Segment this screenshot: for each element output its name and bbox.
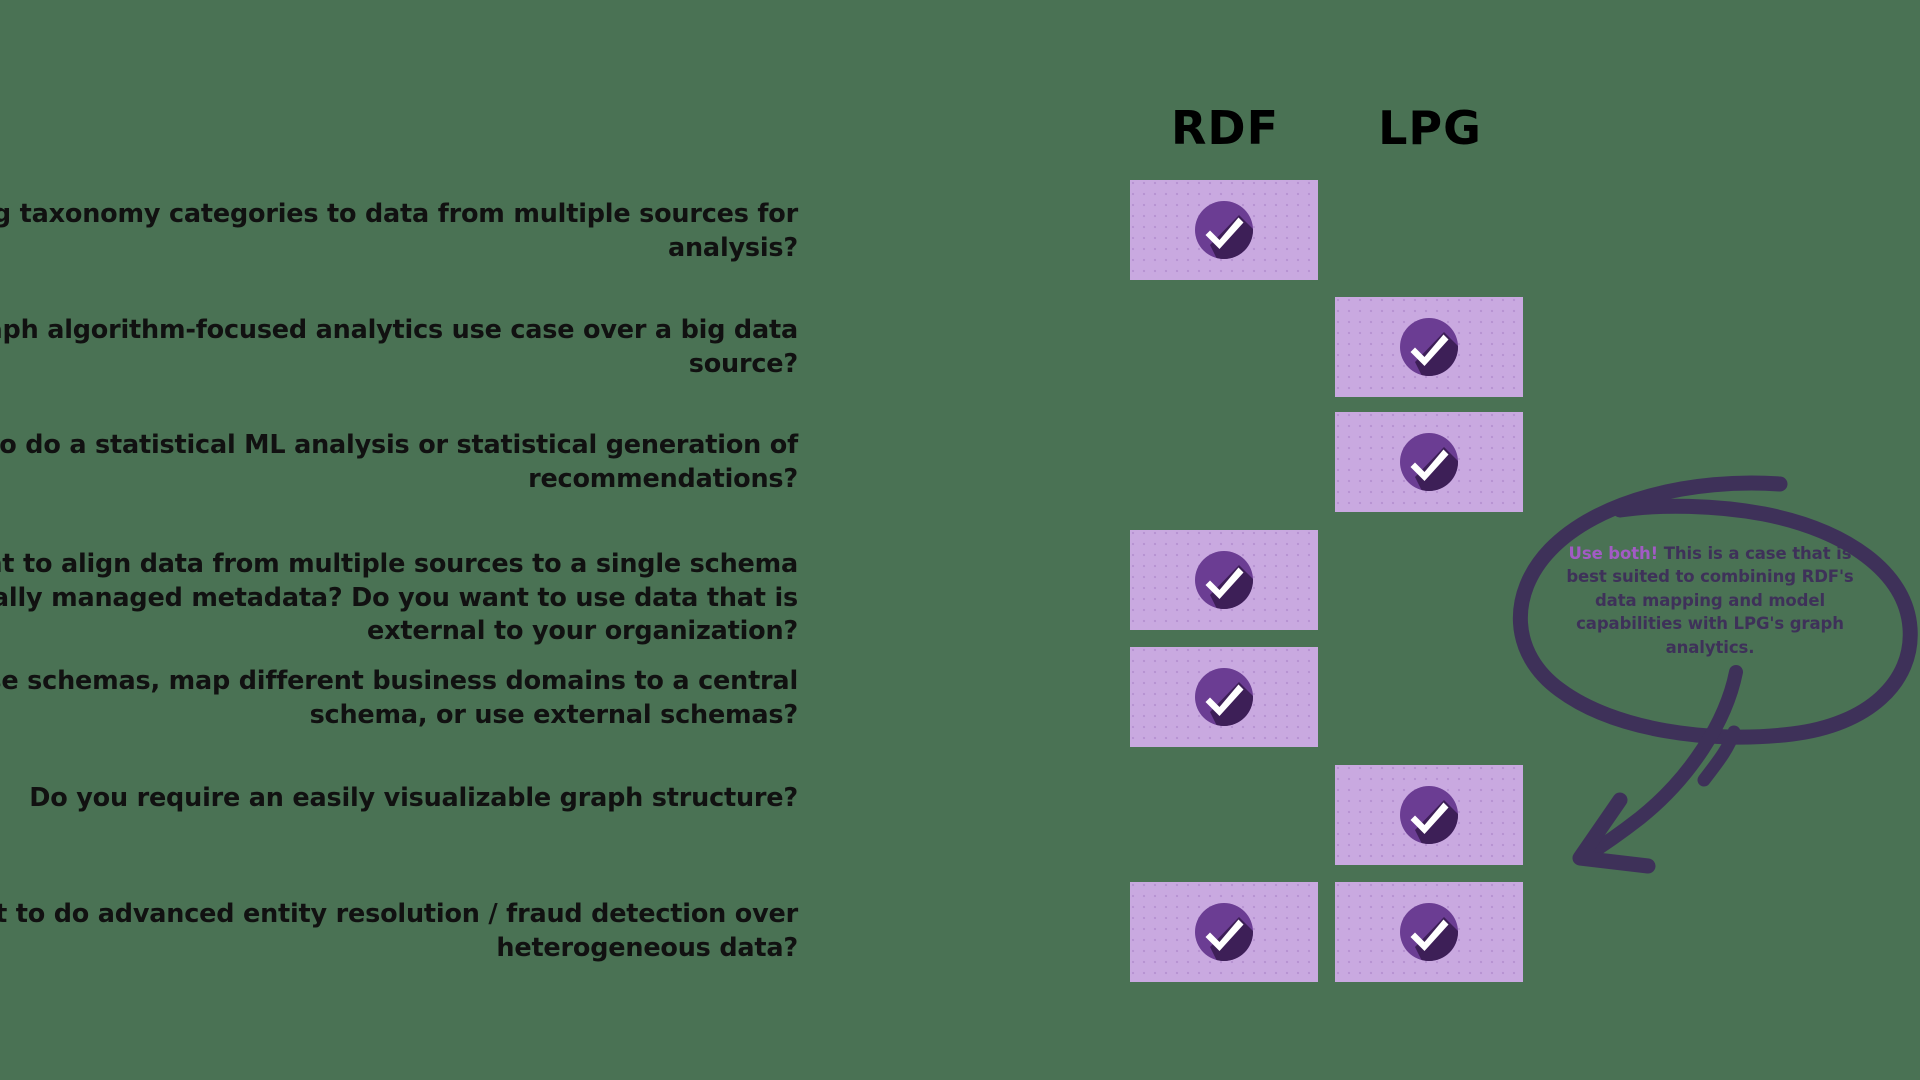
answer-cell-lpg: [1335, 297, 1523, 397]
question-text: Do you want to reuse schemas, map differ…: [0, 666, 798, 730]
answer-cell-lpg: [1335, 412, 1523, 512]
question-text: Do you require an easily visualizable gr…: [29, 783, 798, 813]
annotation-text: Use both! This is a case that is best su…: [1554, 542, 1866, 659]
question-text: Are you applying taxonomy categories to …: [0, 199, 798, 263]
annotation-lead: Use both!: [1568, 544, 1659, 563]
column-header-rdf: RDF: [1170, 101, 1280, 155]
question-text: Do you want to do advanced entity resolu…: [0, 899, 798, 963]
question-text: Do you have a graph algorithm-focused an…: [0, 315, 798, 379]
answer-cell-lpg: [1335, 765, 1523, 865]
hand-drawn-ellipse-icon: [1513, 475, 1918, 787]
check-circle-icon: [1191, 547, 1257, 613]
check-circle-icon: [1396, 899, 1462, 965]
annotation-body: This is a case that is best suited to co…: [1566, 544, 1854, 657]
answer-cell-rdf: [1130, 647, 1318, 747]
check-circle-icon: [1396, 782, 1462, 848]
check-circle-icon: [1191, 664, 1257, 730]
check-circle-icon: [1191, 899, 1257, 965]
question-text: Do you want to align data from multiple …: [0, 549, 798, 647]
annotation-callout: Use both! This is a case that is best su…: [1502, 468, 1920, 787]
question-text: Are you trying to do a statistical ML an…: [0, 430, 798, 494]
check-circle-icon: [1396, 314, 1462, 380]
curved-arrow-icon: [1572, 665, 1743, 874]
answer-cell-lpg: [1335, 882, 1523, 982]
check-circle-icon: [1191, 197, 1257, 263]
check-circle-icon: [1396, 429, 1462, 495]
column-header-lpg: LPG: [1378, 101, 1482, 155]
answer-cell-rdf: [1130, 530, 1318, 630]
answer-cell-rdf: [1130, 882, 1318, 982]
answer-cell-rdf: [1130, 180, 1318, 280]
